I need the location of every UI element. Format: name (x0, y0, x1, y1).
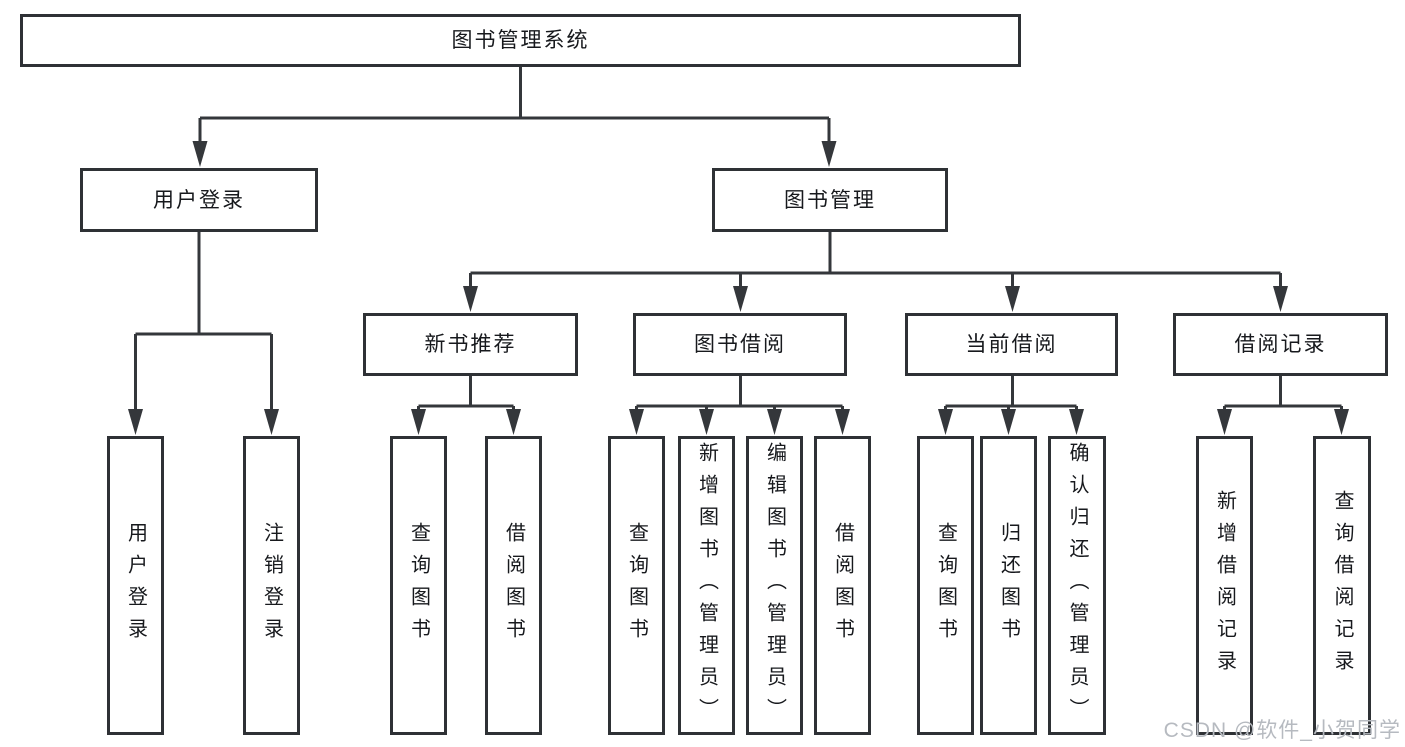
connector-new-book-recommendation-to-leaves (411, 376, 521, 435)
node-user-login-label: 用户登录 (153, 188, 245, 212)
leaf-nb-query-books-label: 查询图书 (407, 521, 430, 650)
leaf-user-login: 用户登录 (107, 436, 164, 735)
leaf-bb-borrow-books-label: 借阅图书 (831, 521, 854, 650)
node-new-book-recommendation: 新书推荐 (363, 313, 578, 376)
connector-borrowing-records-to-leaves (1217, 376, 1349, 435)
leaf-bb-add-books-label: 新增图书（管理员） (695, 441, 718, 730)
leaf-logout: 注销登录 (243, 436, 300, 735)
node-book-borrowing-label: 图书借阅 (694, 333, 786, 356)
leaf-nb-query-books: 查询图书 (390, 436, 447, 735)
connector-root-to-level1 (192, 67, 837, 167)
connector-user-login-to-leaves (128, 232, 279, 435)
node-borrowing-records: 借阅记录 (1173, 313, 1388, 376)
connector-book-management-to-level2 (463, 232, 1288, 312)
leaf-user-login-label: 用户登录 (124, 521, 147, 650)
node-borrowing-records-label: 借阅记录 (1234, 333, 1327, 356)
connector-current-borrowing-to-leaves (938, 376, 1084, 435)
node-user-login: 用户登录 (80, 168, 318, 232)
leaf-cb-query-books: 查询图书 (917, 436, 974, 735)
node-root: 图书管理系统 (20, 14, 1021, 67)
leaf-cb-confirm-return: 确认归还（管理员） (1048, 436, 1106, 735)
leaf-cb-confirm-return-label: 确认归还（管理员） (1066, 441, 1088, 730)
leaf-cb-query-books-label: 查询图书 (934, 521, 957, 650)
leaf-bb-edit-books-label: 编辑图书（管理员） (763, 441, 786, 730)
leaf-cb-return-books-label: 归还图书 (997, 521, 1020, 650)
node-book-management-label: 图书管理 (784, 188, 876, 212)
node-new-book-recommendation-label: 新书推荐 (424, 333, 517, 356)
leaf-nb-borrow-books-label: 借阅图书 (502, 521, 525, 650)
leaf-br-add-record: 新增借阅记录 (1196, 436, 1253, 735)
leaf-br-add-record-label: 新增借阅记录 (1213, 489, 1236, 682)
watermark-text: CSDN @软件_小贺同学 (1163, 719, 1401, 742)
leaf-logout-label: 注销登录 (260, 521, 283, 650)
leaf-bb-add-books: 新增图书（管理员） (678, 436, 735, 735)
leaf-br-query-record-label: 查询借阅记录 (1331, 489, 1353, 682)
leaf-bb-edit-books: 编辑图书（管理员） (746, 436, 803, 735)
node-book-borrowing: 图书借阅 (633, 313, 847, 376)
leaf-br-query-record: 查询借阅记录 (1313, 436, 1371, 735)
leaf-bb-query-books-label: 查询图书 (625, 521, 648, 650)
leaf-bb-query-books: 查询图书 (608, 436, 665, 735)
leaf-bb-borrow-books: 借阅图书 (814, 436, 871, 735)
node-current-borrowing: 当前借阅 (905, 313, 1118, 376)
node-root-label: 图书管理系统 (451, 29, 590, 52)
node-book-management: 图书管理 (712, 168, 948, 232)
connector-book-borrowing-to-leaves (629, 376, 850, 435)
leaf-cb-return-books: 归还图书 (980, 436, 1037, 735)
node-current-borrowing-label: 当前借阅 (965, 333, 1058, 356)
leaf-nb-borrow-books: 借阅图书 (485, 436, 542, 735)
